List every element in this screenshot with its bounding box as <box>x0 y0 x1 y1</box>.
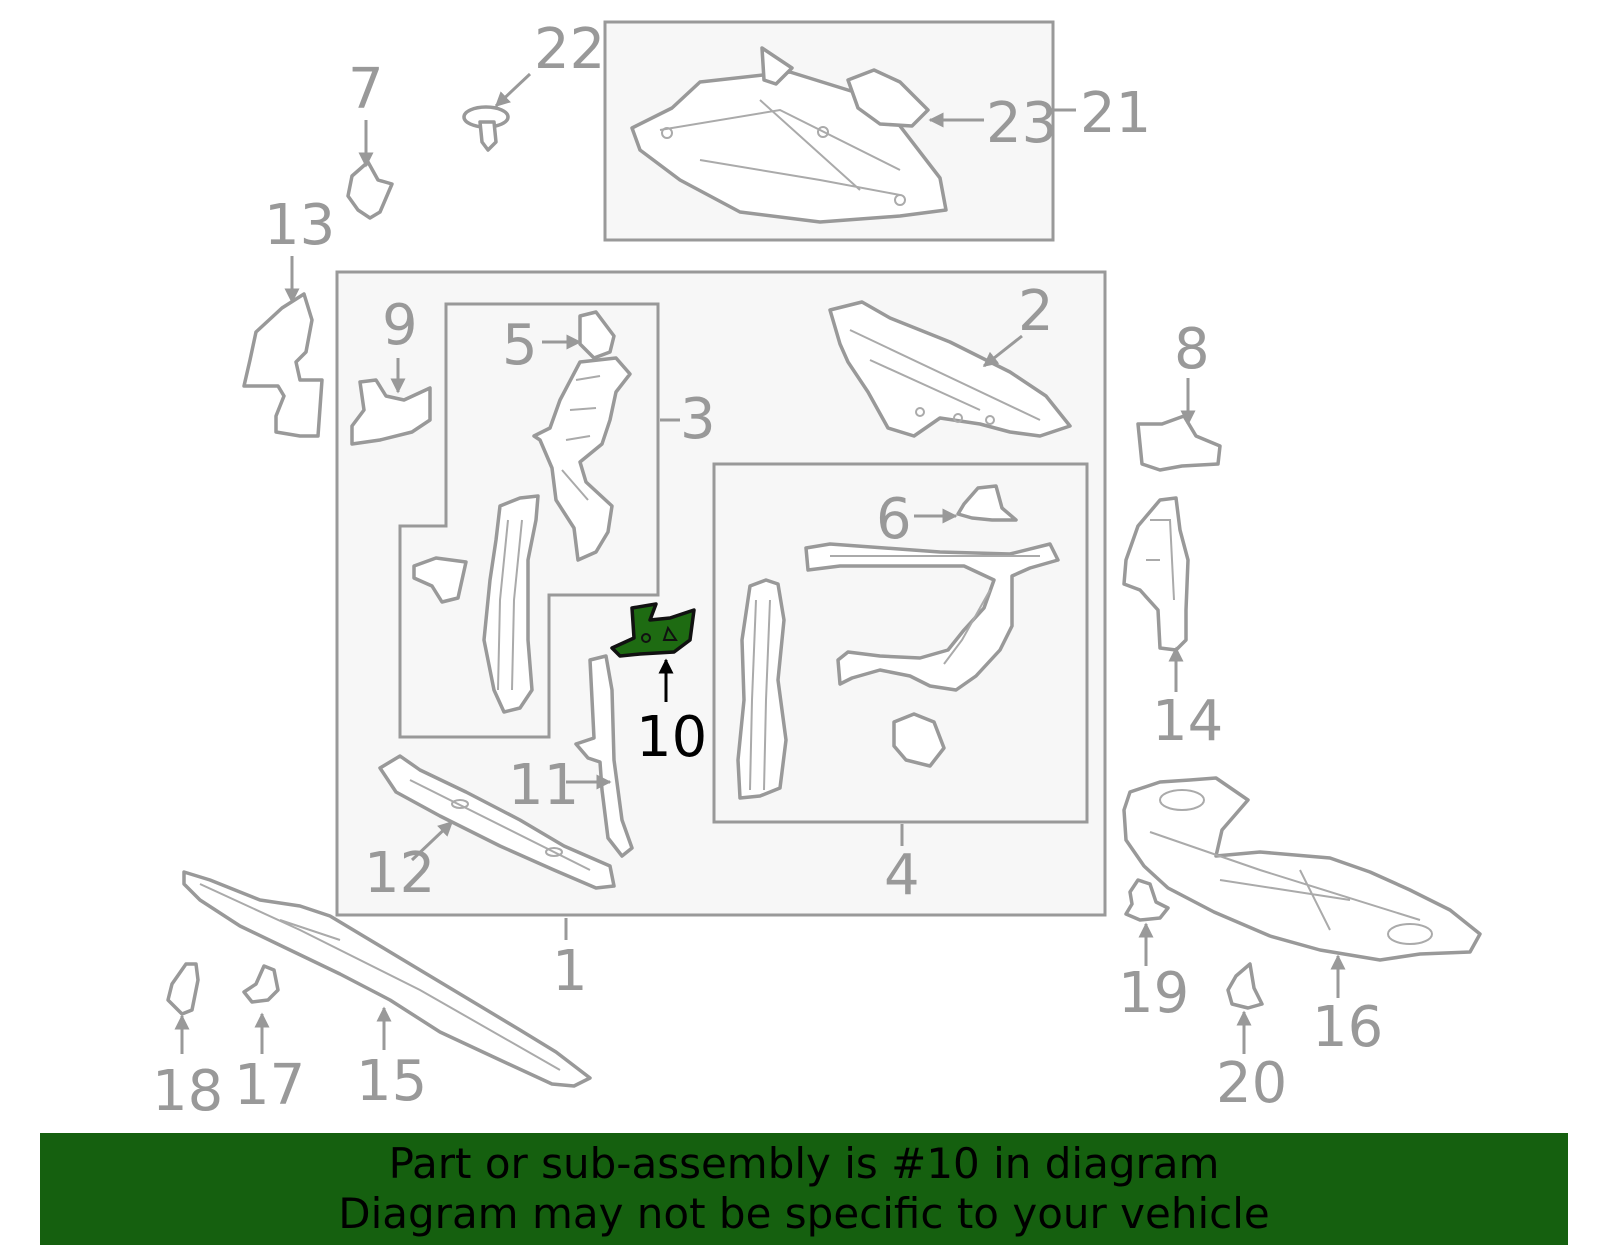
label-9: 9 <box>382 293 418 358</box>
label-16: 16 <box>1312 995 1383 1060</box>
part-6-bracket[interactable] <box>956 484 1018 522</box>
banner-line-1: Part or sub-assembly is #10 in diagram <box>388 1139 1220 1188</box>
label-6: 6 <box>876 487 912 552</box>
part-19-clip[interactable] <box>1124 878 1170 922</box>
part-18-clip[interactable] <box>166 962 200 1016</box>
label-19: 19 <box>1118 961 1189 1026</box>
part-4-upper-member[interactable] <box>804 542 1060 692</box>
part-13-side-support[interactable] <box>242 292 324 438</box>
label-20: 20 <box>1216 1051 1287 1116</box>
part-3-support-upper[interactable] <box>532 356 632 562</box>
label-22: 22 <box>534 17 605 82</box>
label-12: 12 <box>364 841 435 906</box>
banner-line-2: Diagram may not be specific to your vehi… <box>338 1189 1270 1238</box>
label-1: 1 <box>552 939 588 1004</box>
label-13: 13 <box>264 193 335 258</box>
label-5: 5 <box>502 313 538 378</box>
part-9-bracket[interactable] <box>350 378 432 446</box>
label-8: 8 <box>1174 317 1210 382</box>
part-21-tab <box>760 46 794 86</box>
part-3-small-bracket[interactable] <box>412 556 468 604</box>
part-17-clip[interactable] <box>242 964 280 1004</box>
part-4-small-bracket[interactable] <box>892 712 946 768</box>
part-22-clip[interactable] <box>462 105 510 152</box>
label-14: 14 <box>1152 689 1223 754</box>
label-18: 18 <box>152 1059 223 1124</box>
label-10: 10 <box>636 705 707 770</box>
label-17: 17 <box>234 1053 305 1118</box>
part-8-bracket[interactable] <box>1136 414 1222 472</box>
part-14-side-support[interactable] <box>1122 496 1190 652</box>
part-23-seal[interactable] <box>846 68 930 128</box>
part-3-side-member[interactable] <box>482 494 540 714</box>
part-11-side-support[interactable] <box>574 654 634 858</box>
part-16-under-cover[interactable] <box>1122 776 1482 962</box>
part-7-bracket[interactable] <box>346 160 394 220</box>
label-21: 21 <box>1080 81 1151 146</box>
label-23: 23 <box>986 91 1057 156</box>
label-11: 11 <box>508 753 579 818</box>
label-3: 3 <box>680 387 716 452</box>
label-15: 15 <box>356 1049 427 1114</box>
info-banner: Part or sub-assembly is #10 in diagram D… <box>40 1133 1568 1245</box>
part-4-side-member[interactable] <box>736 578 788 800</box>
part-20-clip[interactable] <box>1226 962 1264 1010</box>
label-2: 2 <box>1018 279 1054 344</box>
part-2-upper-tie-bar[interactable] <box>828 300 1072 438</box>
label-7: 7 <box>348 57 384 122</box>
part-15-lower-cover[interactable] <box>182 870 592 1088</box>
label-4: 4 <box>884 843 920 908</box>
part-10-bracket[interactable] <box>610 602 696 658</box>
